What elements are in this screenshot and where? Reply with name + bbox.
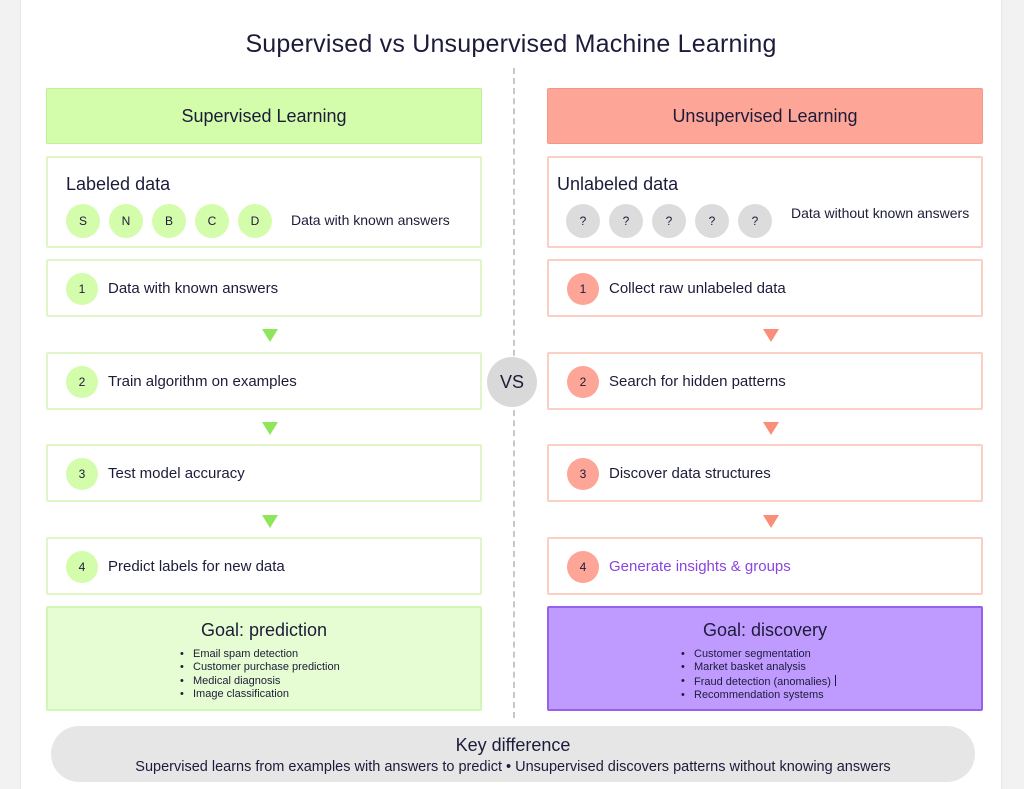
step-label: Data with known answers	[108, 280, 279, 297]
unsupervised-step-3: 3 Discover data structures	[547, 444, 983, 502]
unlabeled-data-title: Unlabeled data	[557, 174, 679, 194]
list-item: Customer segmentation	[679, 648, 836, 662]
unknown-chip: ?	[609, 204, 643, 238]
list-item: Email spam detection	[178, 648, 340, 662]
labeled-data-chips: S N B C D	[66, 204, 272, 238]
unsupervised-step-4: 4 Generate insights & groups	[547, 537, 983, 595]
list-item: Recommendation systems	[679, 689, 836, 703]
labeled-data-description: Data with known answers	[291, 212, 450, 228]
goal-title: Goal: prediction	[200, 620, 328, 640]
supervised-step-3: 3 Test model accuracy	[46, 444, 482, 502]
data-chip: N	[109, 204, 143, 238]
down-arrow-icon	[763, 329, 779, 342]
step-label: Collect raw unlabeled data	[609, 280, 786, 297]
key-difference-title: Key difference	[455, 735, 571, 755]
step-number-badge: 2	[66, 366, 98, 398]
step-label: Test model accuracy	[108, 465, 245, 482]
unknown-chip: ?	[695, 204, 729, 238]
step-label: Generate insights & groups	[609, 558, 791, 575]
prediction-goal-box: Goal: prediction Email spam detection Cu…	[46, 606, 482, 711]
goal-examples-list: Email spam detection Customer purchase p…	[178, 648, 340, 701]
list-item: Medical diagnosis	[178, 675, 340, 689]
step-number-badge: 4	[66, 551, 98, 583]
data-chip: C	[195, 204, 229, 238]
list-item: Image classification	[178, 688, 340, 702]
down-arrow-icon	[262, 422, 278, 435]
key-difference-description: Supervised learns from examples with ans…	[135, 759, 891, 775]
step-number-badge: 3	[567, 458, 599, 490]
data-chip: S	[66, 204, 100, 238]
down-arrow-icon	[262, 515, 278, 528]
data-chip: D	[238, 204, 272, 238]
supervised-step-2: 2 Train algorithm on examples	[46, 352, 482, 410]
step-label: Predict labels for new data	[108, 558, 285, 575]
key-difference-banner: Key difference Supervised learns from ex…	[51, 726, 975, 782]
supervised-header: Supervised Learning	[46, 88, 482, 144]
list-item-text: Fraud detection (anomalies)	[694, 675, 831, 688]
diagram-card: Supervised vs Unsupervised Machine Learn…	[20, 0, 1002, 789]
step-label: Search for hidden patterns	[609, 373, 786, 390]
down-arrow-icon	[763, 515, 779, 528]
step-number-badge: 1	[66, 273, 98, 305]
down-arrow-icon	[262, 329, 278, 342]
labeled-data-box: Labeled data S N B C D Data with known a…	[46, 156, 482, 248]
labeled-data-title: Labeled data	[66, 174, 171, 194]
step-number-badge: 4	[567, 551, 599, 583]
step-label: Train algorithm on examples	[108, 373, 297, 390]
step-number-badge: 3	[66, 458, 98, 490]
data-chip: B	[152, 204, 186, 238]
list-item: Customer purchase prediction	[178, 661, 340, 675]
unknown-chip: ?	[566, 204, 600, 238]
supervised-step-4: 4 Predict labels for new data	[46, 537, 482, 595]
unlabeled-data-description: Data without known answers	[791, 205, 970, 221]
step-label: Discover data structures	[609, 465, 771, 482]
list-item: Market basket analysis	[679, 661, 836, 675]
list-item: Fraud detection (anomalies)	[679, 674, 836, 689]
step-number-badge: 2	[567, 366, 599, 398]
unsupervised-step-1: 1 Collect raw unlabeled data	[547, 259, 983, 317]
unsupervised-header: Unsupervised Learning	[547, 88, 983, 144]
unlabeled-data-chips: ? ? ? ? ?	[566, 204, 772, 238]
page-title: Supervised vs Unsupervised Machine Learn…	[245, 30, 777, 58]
unsupervised-step-2: 2 Search for hidden patterns	[547, 352, 983, 410]
step-number-badge: 1	[567, 273, 599, 305]
vs-badge: VS	[487, 357, 537, 407]
goal-title: Goal: discovery	[702, 620, 828, 640]
down-arrow-icon	[763, 422, 779, 435]
discovery-goal-box: Goal: discovery Customer segmentation Ma…	[547, 606, 983, 711]
unknown-chip: ?	[738, 204, 772, 238]
supervised-step-1: 1 Data with known answers	[46, 259, 482, 317]
unknown-chip: ?	[652, 204, 686, 238]
unlabeled-data-box: Unlabeled data ? ? ? ? ? Data without kn…	[547, 156, 983, 248]
text-cursor	[834, 674, 836, 686]
goal-examples-list: Customer segmentation Market basket anal…	[679, 648, 836, 702]
